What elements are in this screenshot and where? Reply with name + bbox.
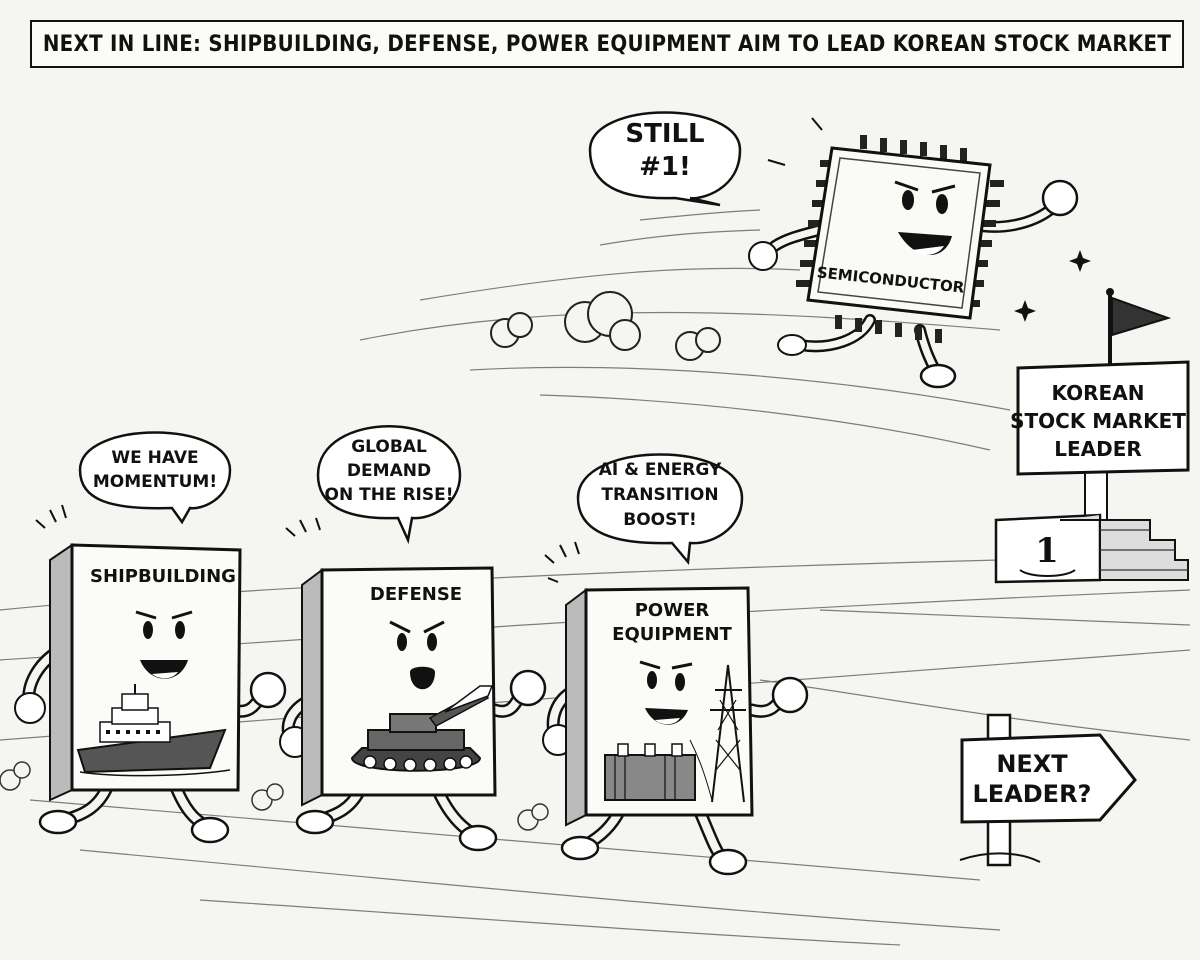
speech-bubble-power-equipment: AI & ENERGY TRANSITION BOOST! [576,453,744,566]
defense-label: DEFENSE [370,584,462,605]
next-sign-text: LEADER? [973,780,1092,808]
sign-text: LEADER [1054,437,1142,461]
podium-rank: 1 [1035,531,1059,571]
speech-text: #1! [639,152,691,182]
podium-leader-sign: KOREAN STOCK MARKET LEADER 1 [994,288,1190,584]
tank-icon [350,685,494,772]
speech-text: TRANSITION [601,485,718,505]
power-tower-icon [604,664,746,803]
speech-text: MOMENTUM! [93,472,217,492]
speech-bubble-defense: GLOBAL DEMAND ON THE RISE! [316,425,462,545]
next-sign-text: NEXT [996,750,1068,778]
ship-icon [76,684,231,777]
speech-text: STILL [625,119,704,149]
speech-text: DEMAND [347,461,431,481]
speech-bubble-semiconductor: STILL #1! [588,111,742,207]
shipbuilding-label: SHIPBUILDING [90,566,236,587]
dust-clouds [490,291,721,361]
sign-text: KOREAN [1052,381,1145,405]
speech-text: GLOBAL [351,437,427,457]
speech-text: AI & ENERGY [599,460,722,480]
power-equipment-character: POWER EQUIPMENT [542,541,809,876]
power-equipment-label: POWER [635,600,710,621]
sparkle-icon [1014,250,1091,322]
speech-text: ON THE RISE! [325,485,454,505]
shipbuilding-character: SHIPBUILDING [14,504,287,844]
sign-text: STOCK MARKET [1010,409,1186,433]
title-box: NEXT IN LINE: SHIPBUILDING, DEFENSE, POW… [30,20,1184,68]
page-title: NEXT IN LINE: SHIPBUILDING, DEFENSE, POW… [42,31,1172,57]
ground-dust [0,761,549,831]
motion-ticks [767,117,823,166]
power-equipment-label: EQUIPMENT [612,624,732,645]
semiconductor-chip-character: SEMICONDUCTOR [748,135,1079,389]
next-leader-signpost: NEXT LEADER? [959,713,1137,867]
speech-text: BOOST! [623,510,696,530]
defense-character: DEFENSE [279,517,547,852]
speech-bubble-shipbuilding: WE HAVE MOMENTUM! [78,431,232,525]
speech-text: WE HAVE [111,448,198,468]
